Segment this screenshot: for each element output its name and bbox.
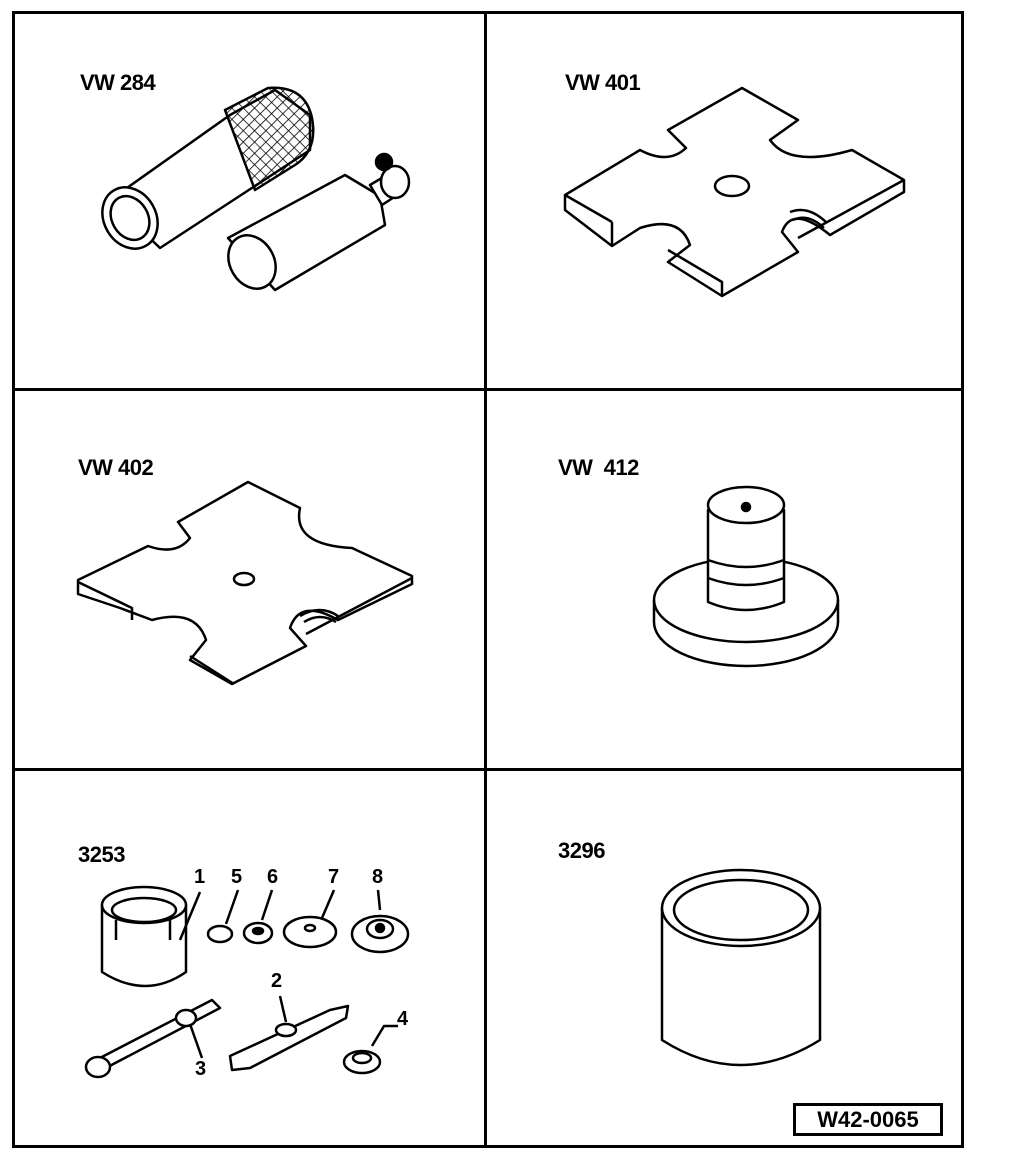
tool-vw412-drawing bbox=[652, 485, 840, 668]
part-number-7: 7 bbox=[328, 866, 340, 888]
tool-3253-drawing bbox=[84, 885, 410, 1079]
grid-divider-row-1 bbox=[12, 388, 964, 391]
grid-divider-row-2 bbox=[12, 768, 964, 771]
tool-vw284-drawing bbox=[101, 86, 411, 292]
part-number-3: 3 bbox=[195, 1058, 207, 1080]
part-number-6: 6 bbox=[267, 866, 279, 888]
tool-label-vw284: VW 284 bbox=[80, 70, 156, 95]
part-number-8: 8 bbox=[372, 866, 384, 888]
part-number-1: 1 bbox=[194, 866, 206, 888]
tool-label-vw402: VW 402 bbox=[78, 455, 154, 480]
tool-label-vw401: VW 401 bbox=[565, 70, 641, 95]
tool-vw402-drawing bbox=[76, 480, 414, 686]
part-number-4: 4 bbox=[397, 1008, 409, 1030]
tool-label-3253: 3253 bbox=[78, 842, 125, 867]
part-number-5: 5 bbox=[231, 866, 243, 888]
tool-vw401-drawing bbox=[563, 86, 906, 298]
tool-3296-drawing bbox=[660, 868, 822, 1067]
part-number-2: 2 bbox=[271, 970, 283, 992]
figure-id-box: W42-0065 bbox=[793, 1103, 943, 1136]
diagram-frame bbox=[12, 11, 964, 1148]
grid-divider-vertical bbox=[484, 11, 487, 1148]
tool-label-vw412: VW 412 bbox=[558, 455, 639, 480]
tool-label-3296: 3296 bbox=[558, 838, 605, 863]
